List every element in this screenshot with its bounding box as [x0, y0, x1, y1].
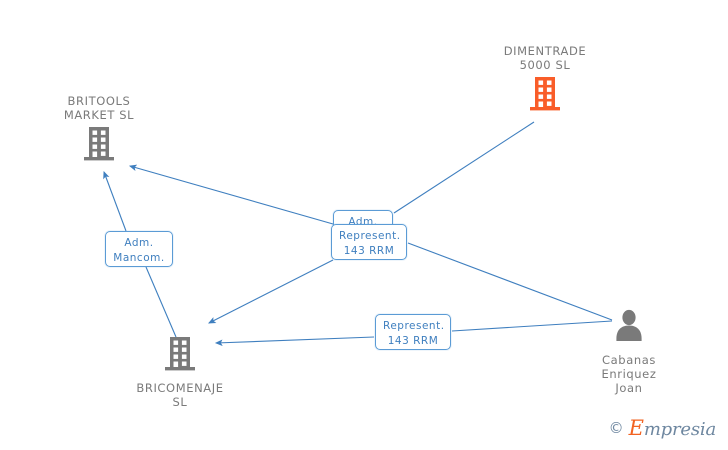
- node-cabanas-enriquez-joan[interactable]: Cabanas Enriquez Joan: [554, 308, 704, 395]
- edge-cabanas-to-represent1: [407, 242, 613, 321]
- person-icon: [613, 308, 645, 348]
- empresia-watermark: © Empresia: [608, 416, 717, 440]
- edge-dimentrade-to-adm: [393, 121, 535, 214]
- node-label-cabanas: Cabanas Enriquez Joan: [601, 353, 657, 395]
- edge-adm-to-britools: [128, 164, 334, 225]
- relation-box-represent-143-rrm-lower[interactable]: Represent. 143 RRM: [375, 314, 451, 350]
- empresia-logo-text: Empresia: [628, 416, 717, 440]
- company-building-icon: [163, 336, 197, 376]
- company-building-icon: [528, 76, 562, 116]
- edge-admmancom-to-bricomenaje: [145, 266, 177, 338]
- empresia-logo-rest: mpresia: [643, 419, 716, 440]
- company-building-icon: [82, 126, 116, 166]
- edge-cabanas-to-represent2: [451, 320, 613, 332]
- node-label-britools: BRITOOLS MARKET SL: [63, 94, 135, 122]
- edge-represent2-to-bricomenaje: [214, 336, 375, 347]
- edge-represent1-to-bricomenaje: [208, 259, 334, 324]
- relation-box-represent-143-rrm-upper[interactable]: Represent. 143 RRM: [331, 224, 407, 260]
- node-dimentrade-5000-sl[interactable]: DIMENTRADE 5000 SL: [470, 44, 620, 116]
- node-bricomenaje-sl[interactable]: BRICOMENAJE SL: [105, 336, 255, 409]
- relation-box-adm-mancom[interactable]: Adm. Mancom.: [105, 231, 173, 267]
- node-label-bricomenaje: BRICOMENAJE SL: [136, 381, 224, 409]
- edge-admmancom-to-britools: [103, 170, 127, 232]
- copyright-icon: ©: [608, 419, 624, 437]
- node-label-dimentrade: DIMENTRADE 5000 SL: [503, 44, 587, 72]
- node-britools-market-sl[interactable]: BRITOOLS MARKET SL: [24, 94, 174, 166]
- empresia-logo-capital: E: [628, 416, 644, 440]
